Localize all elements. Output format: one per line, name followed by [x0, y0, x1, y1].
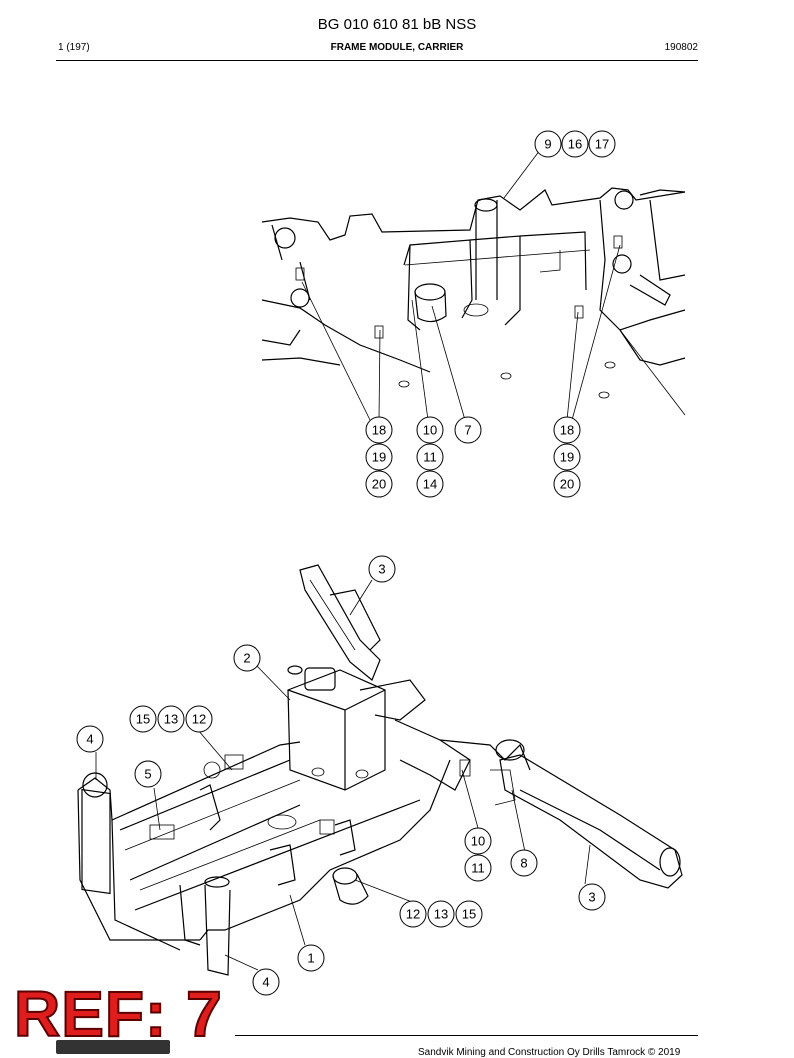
document-date: 190802 [664, 42, 698, 53]
callout-2: 2 [233, 644, 261, 672]
document-id: BG 010 610 81 bB NSS [317, 16, 477, 33]
callout-11-top: 11 [416, 443, 444, 471]
callout-9: 9 [534, 130, 562, 158]
frame-isometric-view: 3 2 15 13 12 4 5 10 11 8 3 12 13 15 1 4 [76, 555, 683, 996]
callout-20-left: 20 [365, 470, 393, 498]
callout-15-upper: 15 [129, 705, 157, 733]
svg-text:12: 12 [406, 907, 420, 922]
svg-text:20: 20 [560, 477, 574, 492]
svg-text:5: 5 [144, 767, 151, 782]
top-detail-view: 9 16 17 18 19 20 10 11 14 7 18 19 20 [261, 130, 686, 498]
callout-13-lower: 13 [427, 900, 455, 928]
callout-16: 16 [561, 130, 589, 158]
svg-text:13: 13 [434, 907, 448, 922]
callout-20-right: 20 [553, 470, 581, 498]
callout-18-left: 18 [365, 416, 393, 444]
callout-5: 5 [134, 760, 162, 788]
page-title: FRAME MODULE, CARRIER [330, 42, 464, 53]
callout-8: 8 [510, 849, 538, 877]
svg-text:11: 11 [423, 450, 437, 465]
svg-text:10: 10 [471, 834, 485, 849]
callout-18-right: 18 [553, 416, 581, 444]
callout-4-lower: 4 [252, 968, 280, 996]
svg-text:13: 13 [164, 712, 178, 727]
callout-11-lower: 11 [464, 854, 492, 882]
svg-text:19: 19 [560, 450, 574, 465]
stamp-shadow [56, 1040, 170, 1054]
callout-19-left: 19 [365, 443, 393, 471]
callout-12-upper: 12 [185, 705, 213, 733]
svg-text:16: 16 [568, 137, 582, 152]
callout-19-right: 19 [553, 443, 581, 471]
callout-14: 14 [416, 470, 444, 498]
svg-text:3: 3 [588, 890, 595, 905]
svg-text:7: 7 [464, 423, 471, 438]
callout-1: 1 [297, 944, 325, 972]
callout-15-lower: 15 [455, 900, 483, 928]
svg-text:20: 20 [372, 477, 386, 492]
callout-10-lower: 10 [464, 827, 492, 855]
svg-text:18: 18 [372, 423, 386, 438]
svg-text:17: 17 [595, 137, 609, 152]
callout-3-lower: 3 [578, 883, 606, 911]
svg-text:19: 19 [372, 450, 386, 465]
svg-text:1: 1 [307, 951, 314, 966]
svg-text:2: 2 [243, 651, 250, 666]
svg-text:18: 18 [560, 423, 574, 438]
svg-text:10: 10 [423, 423, 437, 438]
callout-17: 17 [588, 130, 616, 158]
header-divider [56, 60, 698, 61]
svg-text:12: 12 [192, 712, 206, 727]
callout-13-upper: 13 [157, 705, 185, 733]
svg-text:15: 15 [462, 907, 476, 922]
callout-12-lower: 12 [399, 900, 427, 928]
svg-text:4: 4 [86, 732, 93, 747]
ref-stamp: REF: 7 [13, 978, 223, 1050]
callout-4-left: 4 [76, 725, 104, 753]
svg-text:3: 3 [378, 562, 385, 577]
svg-text:9: 9 [544, 137, 551, 152]
svg-text:14: 14 [423, 477, 437, 492]
footer-divider [235, 1035, 698, 1036]
callout-3-top: 3 [368, 555, 396, 583]
callout-7: 7 [454, 416, 482, 444]
svg-text:4: 4 [262, 975, 269, 990]
callout-10-top: 10 [416, 416, 444, 444]
page-number: 1 (197) [58, 42, 90, 53]
svg-text:15: 15 [136, 712, 150, 727]
svg-text:11: 11 [471, 861, 485, 876]
svg-text:8: 8 [520, 856, 527, 871]
